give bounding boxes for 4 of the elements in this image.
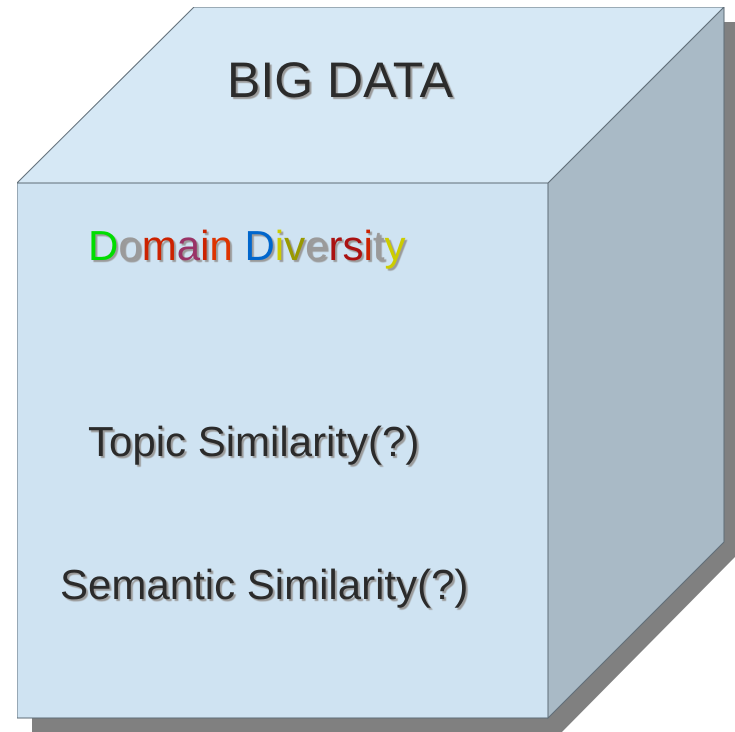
- label-text: Domain Diversity: [88, 223, 406, 270]
- label-text: Topic Similarity(?): [88, 419, 420, 466]
- label-text: Semantic Similarity(?): [60, 562, 468, 608]
- title-text: BIG DATA: [227, 53, 453, 108]
